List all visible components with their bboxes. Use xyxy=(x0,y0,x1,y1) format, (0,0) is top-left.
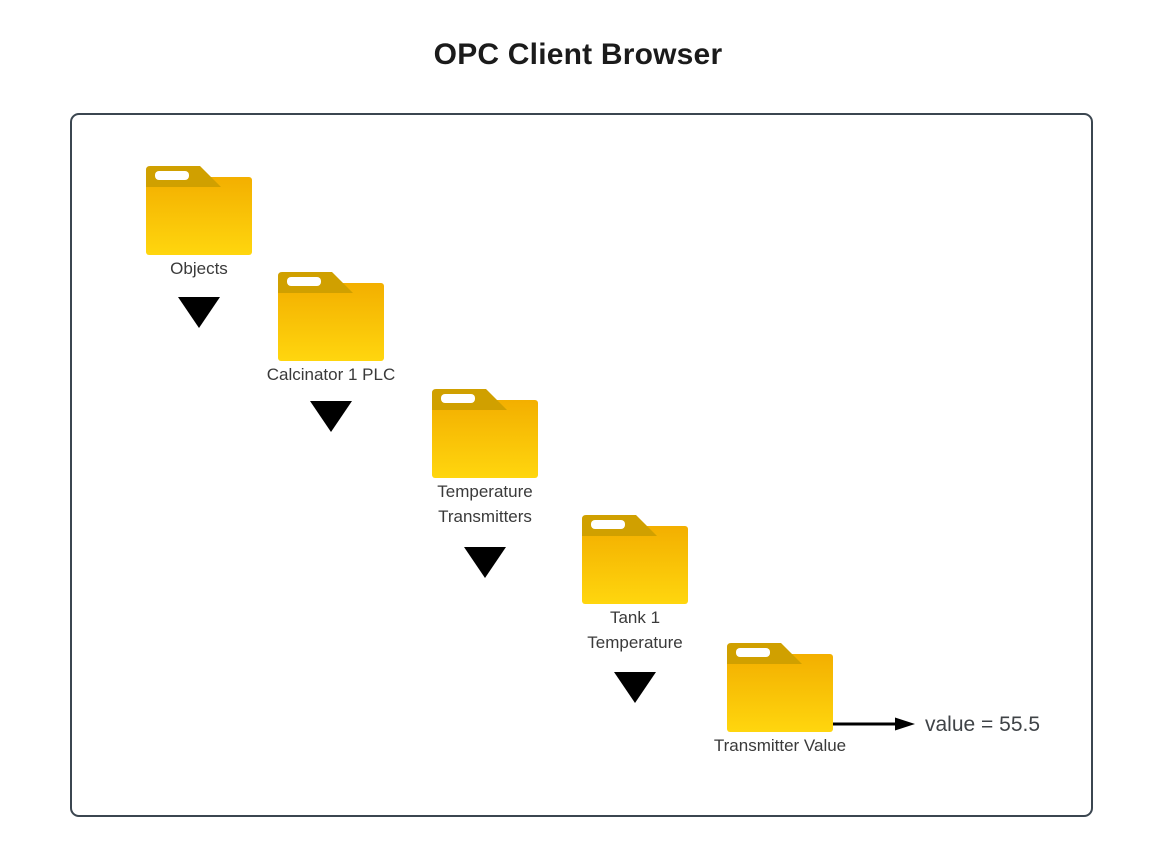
folder-label: Objects xyxy=(170,256,228,281)
arrow-right-icon xyxy=(833,716,915,732)
folder-label: Tank 1 Temperature xyxy=(587,605,682,655)
tree-node-objects: Objects xyxy=(146,166,252,376)
expand-arrow-icon[interactable] xyxy=(464,547,506,578)
folder-label: Calcinator 1 PLC xyxy=(267,362,396,387)
folder-label-line: Calcinator 1 PLC xyxy=(266,365,396,384)
tree-node-tank-1-temperature: Tank 1 Temperature xyxy=(582,515,688,725)
folder-label: Temperature Transmitters xyxy=(437,479,532,529)
expand-arrow-icon[interactable] xyxy=(310,401,352,432)
folder-label-line: Temperature xyxy=(437,482,533,501)
browser-frame: Objects Calcinator 1 PLC xyxy=(70,113,1093,817)
tree-node-temperature-transmitters: Temperature Transmitters xyxy=(432,389,538,599)
folder-label-line: Temperature xyxy=(587,633,683,652)
page-title: OPC Client Browser xyxy=(433,38,723,71)
folder-icon[interactable] xyxy=(146,166,252,255)
folder-label: Transmitter Value xyxy=(714,733,846,758)
expand-arrow-icon[interactable] xyxy=(614,672,656,703)
folder-icon[interactable] xyxy=(727,643,833,732)
folder-label-line: Objects xyxy=(170,259,228,278)
folder-icon[interactable] xyxy=(582,515,688,604)
folder-icon[interactable] xyxy=(432,389,538,478)
folder-icon[interactable] xyxy=(278,272,384,361)
tree-node-transmitter-value: Transmitter Value xyxy=(714,643,846,853)
tree-node-calcinator-1-plc: Calcinator 1 PLC xyxy=(267,272,395,482)
folder-label-line: Transmitters xyxy=(438,507,532,526)
value-label: value = 55.5 xyxy=(925,713,1041,736)
expand-arrow-icon[interactable] xyxy=(178,297,220,328)
folder-label-line: Transmitter Value xyxy=(713,736,847,755)
folder-label-line: Tank 1 xyxy=(609,608,661,627)
